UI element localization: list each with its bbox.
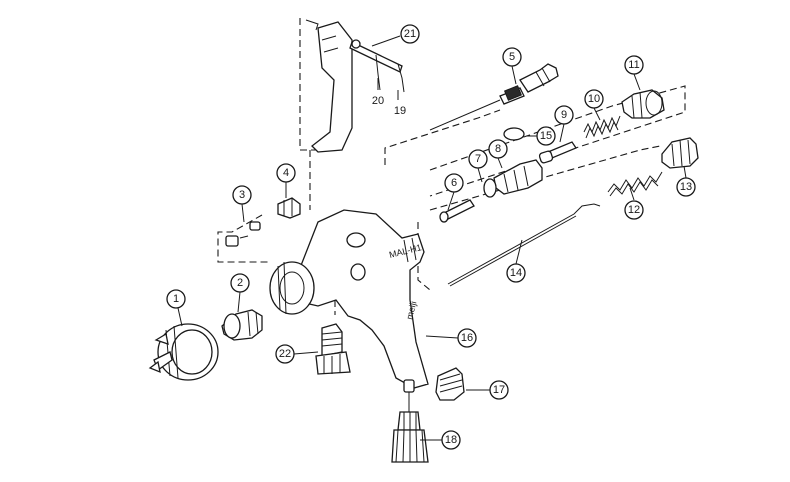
callout-5: 5 [502, 47, 522, 67]
needle-part-14 [447, 203, 601, 287]
air-fittings [225, 197, 301, 247]
svg-text:20: 20 [372, 95, 384, 107]
callout-18: 18 [441, 430, 461, 450]
svg-text:11: 11 [628, 59, 639, 71]
inlet-fitting-part-22 [315, 323, 351, 375]
air-cap-part-1 [148, 323, 219, 381]
callout-7: 7 [468, 149, 488, 169]
callout-17: 17 [489, 380, 509, 400]
callout-4: 4 [276, 163, 296, 183]
callout-16: 16 [457, 328, 477, 348]
svg-text:13: 13 [680, 181, 692, 193]
callout-9: 9 [554, 105, 574, 125]
svg-text:22: 22 [279, 348, 291, 360]
svg-text:19: 19 [394, 105, 406, 117]
callout-14: 14 [506, 263, 526, 283]
callout-8: 8 [488, 139, 508, 159]
callout-13: 13 [676, 177, 696, 197]
svg-text:3: 3 [239, 189, 245, 201]
callout-12: 12 [624, 200, 644, 220]
svg-text:14: 14 [510, 267, 522, 279]
svg-text:8: 8 [495, 143, 501, 155]
callout-20: 20 [372, 95, 384, 107]
adjuster-part-18 [391, 379, 429, 463]
svg-text:2: 2 [237, 277, 243, 289]
svg-text:5: 5 [509, 51, 515, 63]
assembly-guide-lines [217, 18, 686, 315]
svg-text:6: 6 [451, 177, 457, 189]
callout-19: 19 [394, 105, 406, 117]
callout-6: 6 [444, 173, 464, 193]
nut-part-11 [621, 89, 665, 119]
svg-text:21: 21 [404, 28, 416, 40]
svg-text:17: 17 [493, 384, 505, 396]
svg-text:10: 10 [588, 93, 600, 105]
callout-15: 15 [536, 126, 556, 146]
nozzle-part-2 [221, 309, 263, 341]
callout-1: 1 [166, 289, 186, 309]
hook-assembly [305, 19, 405, 153]
callout-2: 2 [230, 273, 250, 293]
brand-label: meiji [404, 300, 418, 320]
svg-text:18: 18 [445, 434, 457, 446]
svg-text:12: 12 [628, 204, 640, 216]
svg-text:9: 9 [561, 109, 567, 121]
svg-text:1: 1 [173, 293, 179, 305]
valve-assembly [439, 127, 577, 223]
svg-text:4: 4 [283, 167, 289, 179]
fitting-part-17 [435, 367, 465, 401]
callout-3: 3 [232, 185, 252, 205]
callout-21: 21 [400, 24, 420, 44]
svg-text:15: 15 [540, 130, 552, 142]
callout-10: 10 [584, 89, 604, 109]
callout-22: 22 [275, 344, 295, 364]
plug-and-spring [607, 137, 699, 197]
callouts: 1 2 3 4 5 6 7 8 9 10 11 12 13 14 15 16 1… [166, 24, 696, 450]
svg-text:16: 16 [461, 332, 473, 344]
gun-body-part-16: MAL-H1 meiji [269, 209, 429, 389]
svg-text:7: 7 [475, 153, 481, 165]
spring-part-10 [583, 115, 621, 139]
leader-lines [177, 35, 687, 441]
callout-11: 11 [624, 55, 644, 75]
needle-part-5 [429, 63, 559, 131]
